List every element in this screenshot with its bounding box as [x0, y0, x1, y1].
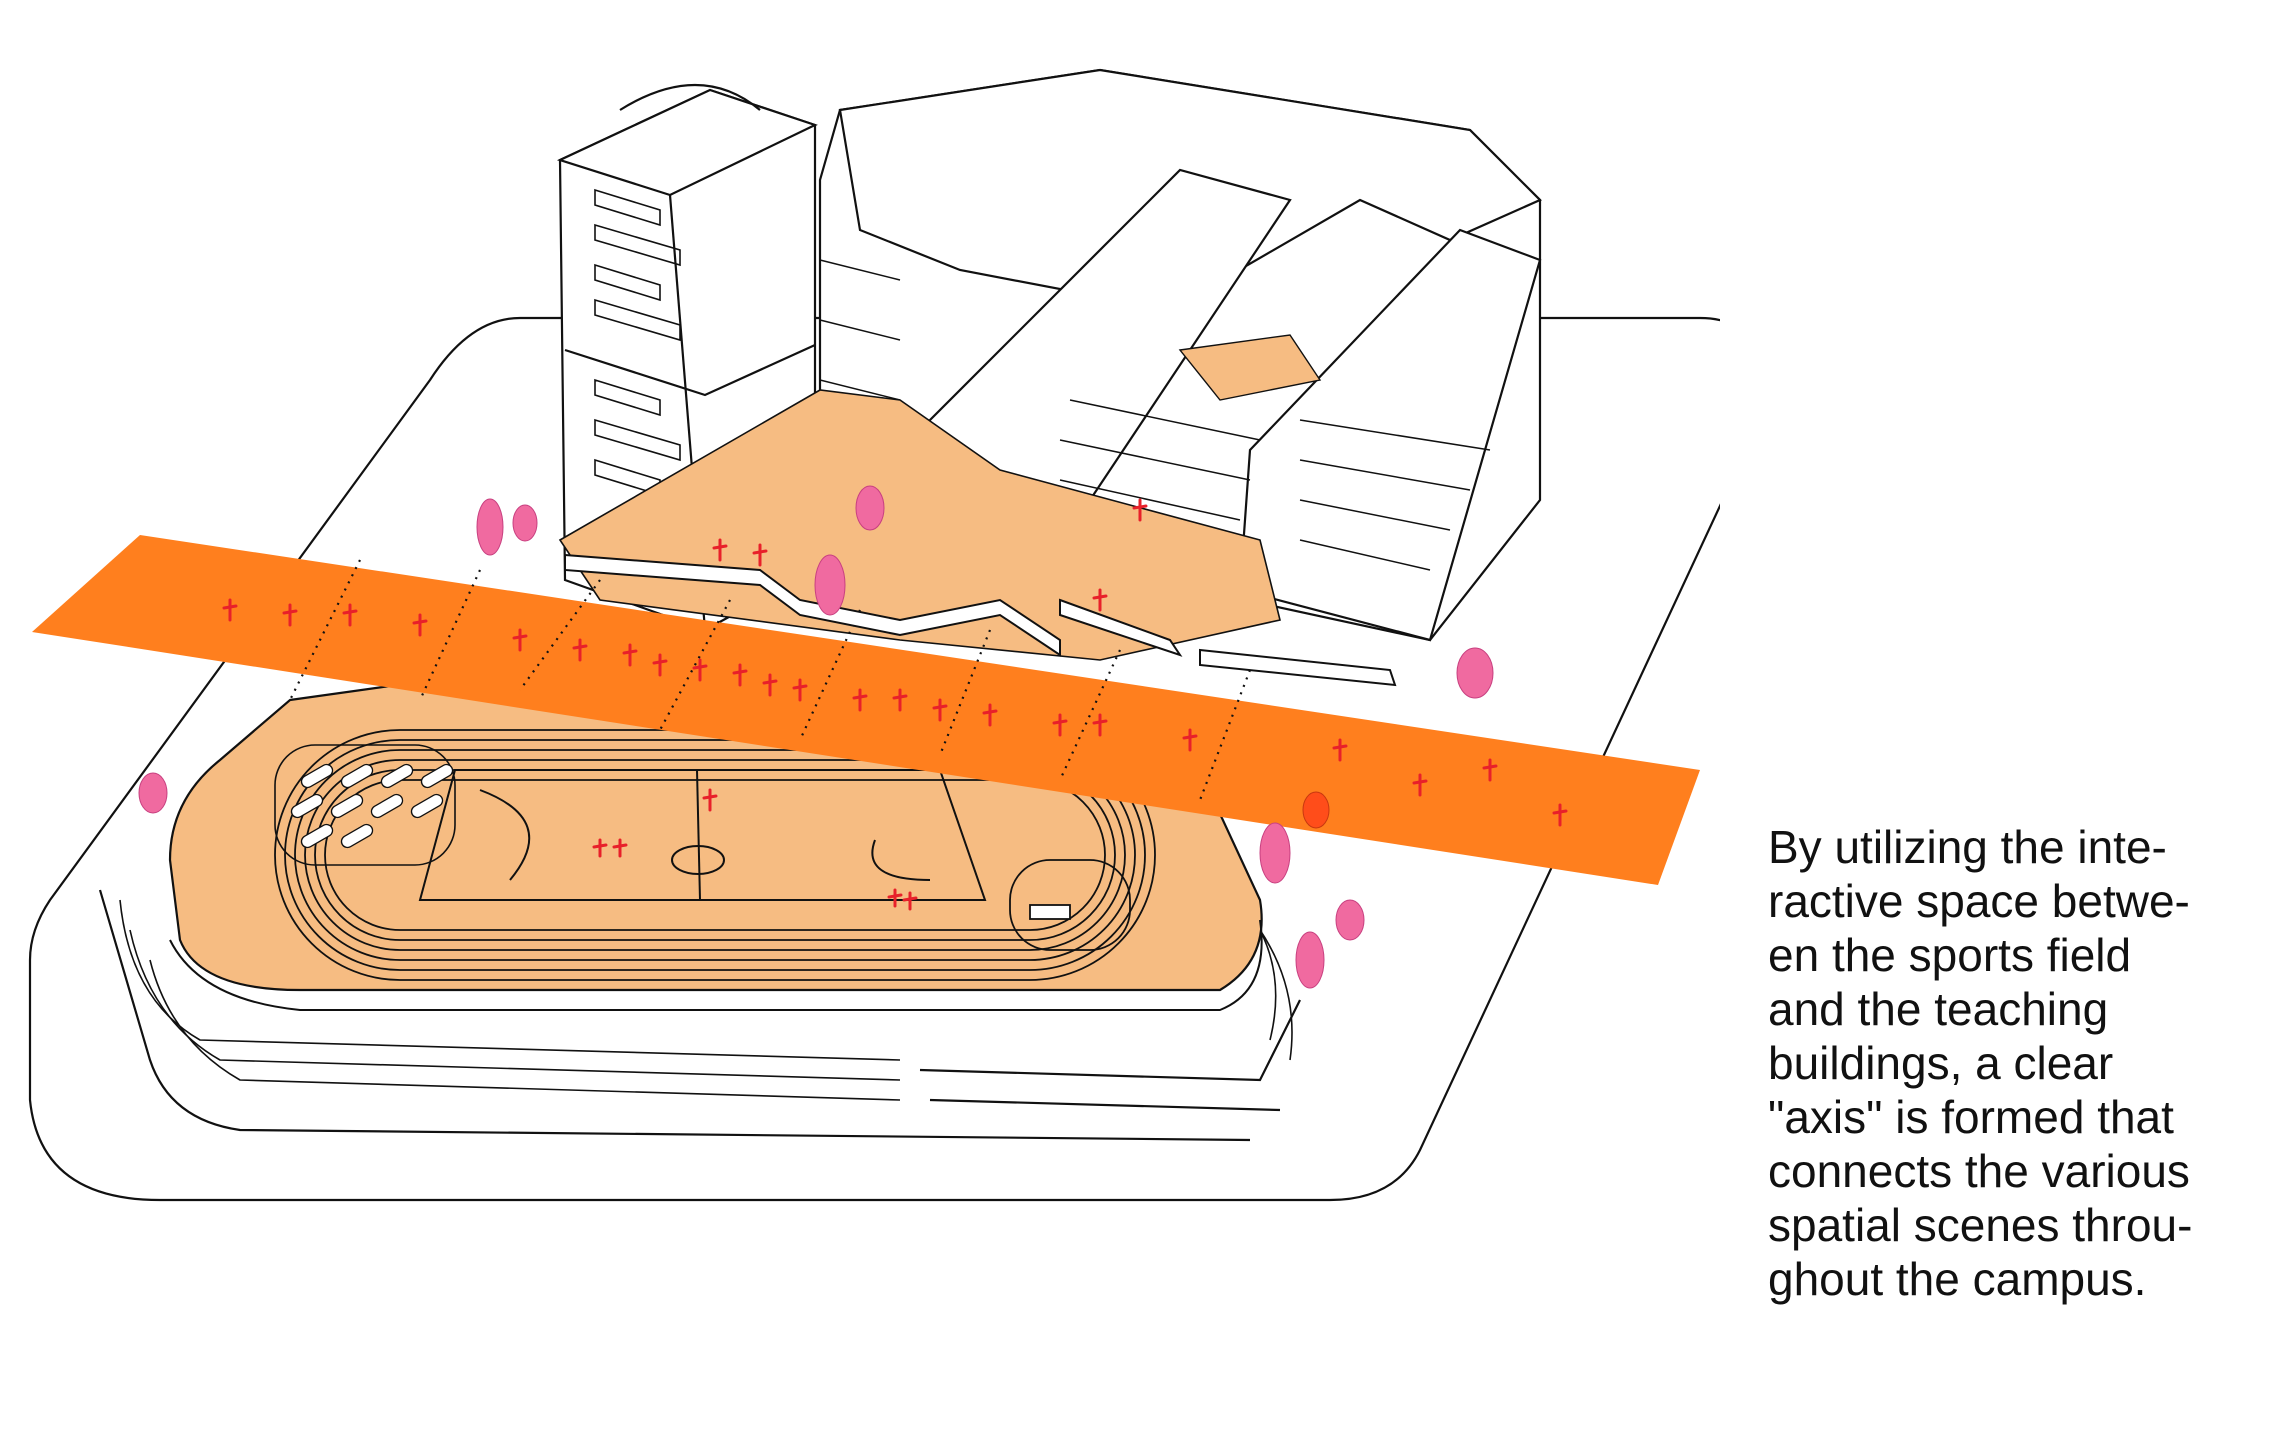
- tree: [1295, 931, 1325, 989]
- person: [1182, 728, 1198, 752]
- person: [1052, 713, 1068, 737]
- person: [282, 603, 298, 627]
- field-center-circle: [671, 845, 725, 875]
- tower-top: [556, 88, 818, 197]
- person: [512, 628, 528, 652]
- field-right-key: [871, 839, 931, 881]
- person: [692, 658, 708, 682]
- field-outline: [418, 769, 987, 901]
- person: [762, 673, 778, 697]
- person: [732, 663, 748, 687]
- caption-line: and the teaching: [1768, 983, 2109, 1035]
- courtyard-patch: [1178, 334, 1322, 401]
- caption-line: ghout the campus.: [1768, 1253, 2147, 1305]
- caption-line: buildings, a clear: [1768, 1037, 2114, 1089]
- caption-line: ractive space betwe-: [1768, 875, 2190, 927]
- person: [1092, 713, 1108, 737]
- tree: [1259, 822, 1291, 884]
- track-lane-4: [304, 759, 1126, 951]
- track-lane-3: [294, 749, 1136, 961]
- people: [222, 498, 1568, 911]
- person: [982, 703, 998, 727]
- field-left-key: [479, 789, 531, 881]
- person: [712, 538, 728, 562]
- field: [418, 769, 987, 901]
- person: [1482, 758, 1498, 782]
- person: [752, 543, 768, 567]
- person: [612, 838, 628, 858]
- person: [652, 653, 668, 677]
- person: [592, 838, 608, 858]
- tree: [1456, 647, 1494, 699]
- person: [892, 688, 908, 712]
- parking-pad: [274, 744, 456, 866]
- axis-band: [32, 535, 1700, 885]
- parking-area: [274, 744, 456, 866]
- caption-line: en the sports field: [1768, 929, 2132, 981]
- caption-line: spatial scenes throu-: [1768, 1199, 2193, 1251]
- campus-axonometric-diagram: [28, 68, 1720, 1202]
- terraces: [119, 899, 1293, 1101]
- site-base: [28, 316, 1720, 1202]
- terrace-edge-1: [919, 999, 1301, 1082]
- person: [342, 603, 358, 627]
- projection-lines: [289, 559, 1252, 801]
- person: [1412, 773, 1428, 797]
- person: [902, 891, 918, 911]
- caption-line: By utilizing the inte-: [1768, 821, 2167, 873]
- person: [932, 698, 948, 722]
- person: [1092, 588, 1108, 612]
- trees: [138, 485, 1494, 989]
- person: [1332, 738, 1348, 762]
- caption-line: connects the various: [1768, 1145, 2190, 1197]
- person: [792, 678, 808, 702]
- tree: [814, 554, 846, 616]
- person: [572, 638, 588, 662]
- track-lane-6: [324, 779, 1106, 931]
- tree: [855, 485, 885, 531]
- floor-lines: [819, 259, 1541, 641]
- tree-highlight: [1302, 791, 1330, 829]
- person: [1132, 498, 1148, 522]
- site-inner-edge: [98, 889, 1251, 1142]
- caption-line: "axis" is formed that: [1768, 1091, 2174, 1143]
- person: [222, 598, 238, 622]
- person: [852, 688, 868, 712]
- tree: [138, 772, 168, 814]
- track-lane-2: [284, 739, 1146, 971]
- person: [622, 643, 638, 667]
- caption: By utilizing the inte- ractive space bet…: [1768, 820, 2268, 1306]
- terrace-edge-2: [929, 1098, 1281, 1112]
- person: [1552, 803, 1568, 827]
- track-platform-edge: [169, 919, 1263, 1011]
- tree: [1335, 899, 1365, 941]
- tree: [476, 498, 504, 556]
- tree: [512, 504, 538, 542]
- person: [412, 613, 428, 637]
- site-outline: [28, 316, 1720, 1202]
- long-jump-pit: [1009, 859, 1131, 951]
- person: [702, 788, 718, 812]
- person: [887, 888, 903, 908]
- field-center-line: [696, 769, 701, 901]
- bridges: [564, 553, 1397, 687]
